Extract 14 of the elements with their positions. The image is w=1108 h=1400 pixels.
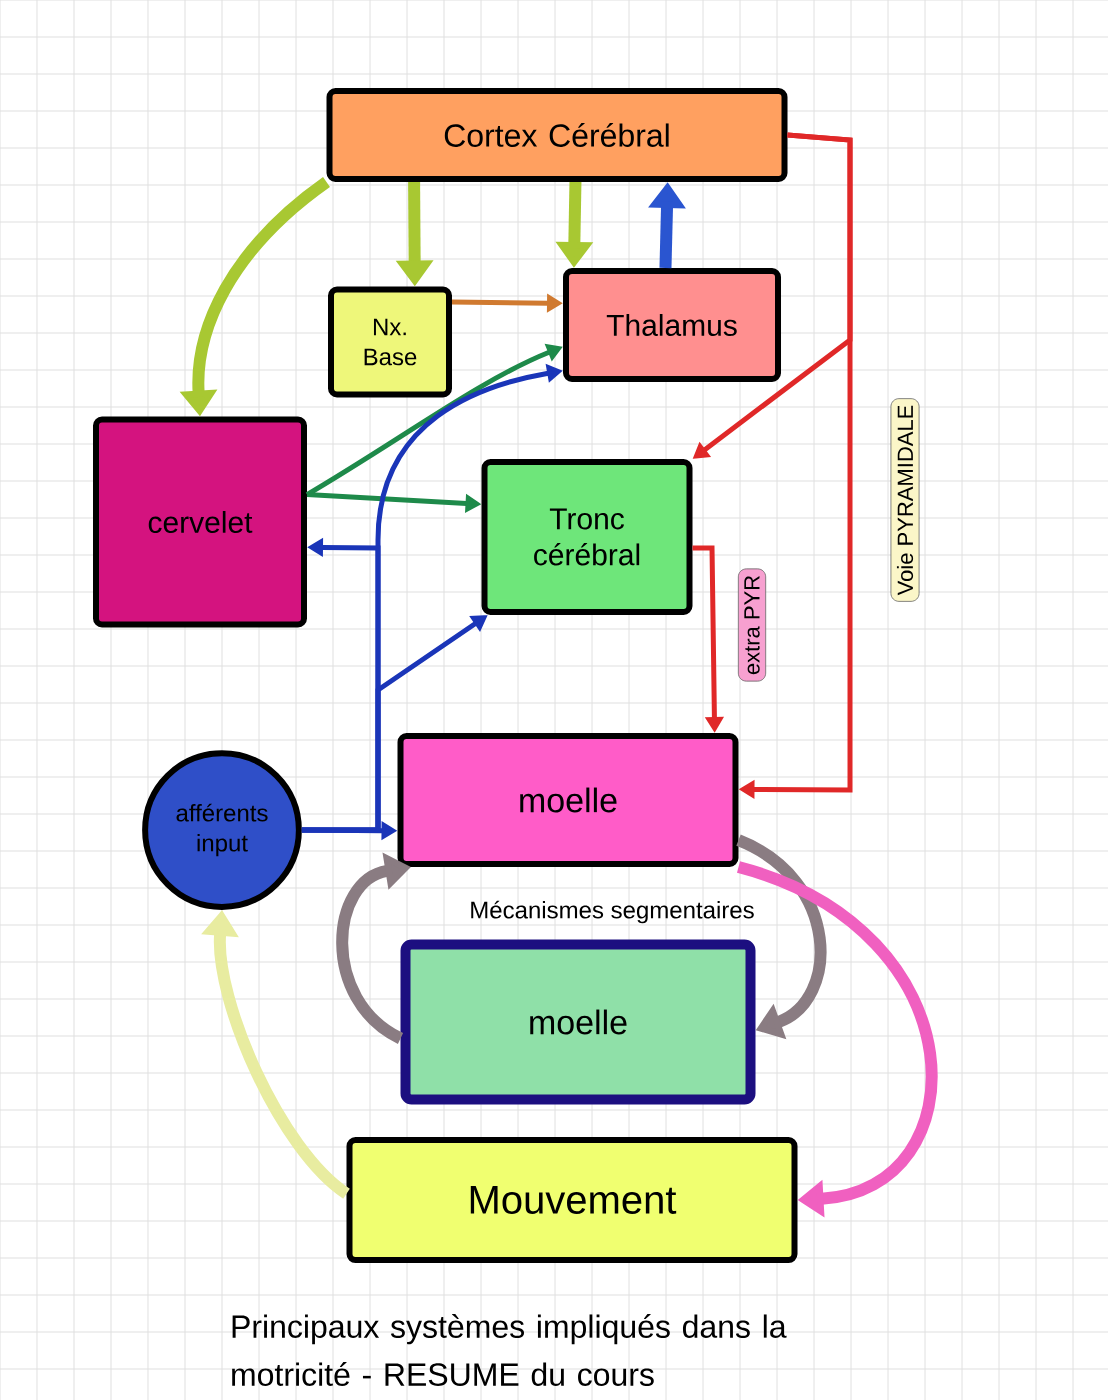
box: Thalamus — [563, 268, 781, 382]
cortex-box: Cortex Cérébral — [326, 88, 788, 182]
box: moelle — [400, 939, 756, 1105]
edge-label: extra PYR — [737, 568, 767, 682]
arrow — [736, 861, 938, 1218]
caption: Principaux systèmes impliqués dans la motricité - RESUME du cours — [232, 1314, 787, 1386]
box: Nx. Base — [328, 286, 452, 398]
box: cervelet — [93, 416, 307, 628]
box: moelle — [397, 733, 739, 867]
note-text: Mécanismes segmentaires — [471, 900, 754, 924]
arrow — [735, 834, 827, 1040]
box: Tronc cérébral — [481, 459, 693, 615]
edge-label: Voie PYRAMIDALE — [890, 398, 920, 602]
box: Mouvement — [346, 1137, 798, 1263]
